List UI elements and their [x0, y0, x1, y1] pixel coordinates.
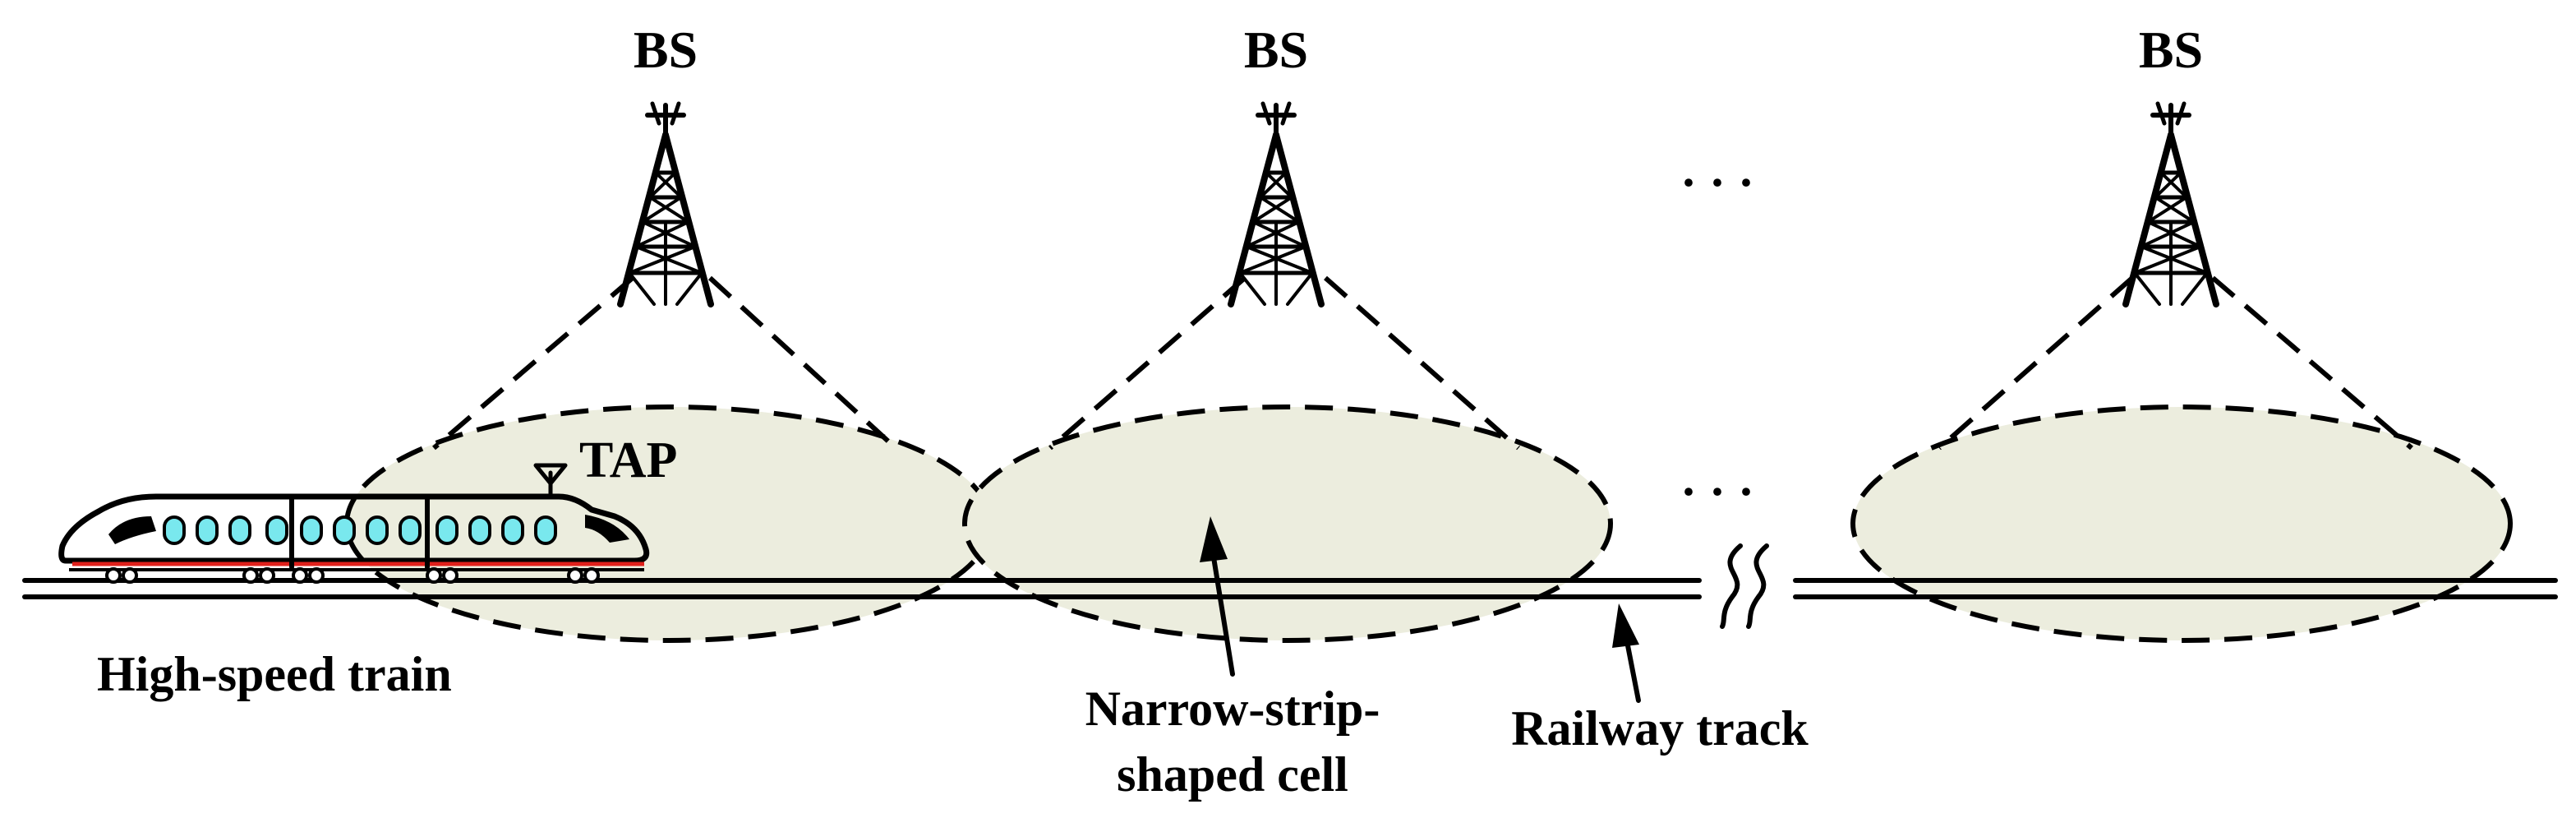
antenna-icon — [533, 463, 568, 499]
train-icon — [58, 463, 650, 584]
ellipsis-top: · · · — [1680, 155, 1754, 210]
coverage-cell-2 — [962, 404, 1613, 643]
tower-icon — [620, 104, 711, 304]
coverage-cell-3 — [1850, 404, 2513, 643]
bs-label-2: BS — [1244, 21, 1308, 79]
bs-label-1: BS — [634, 21, 698, 79]
ellipsis-mid: · · · — [1680, 465, 1754, 519]
tower-icon — [1231, 104, 1321, 304]
track-label: Railway track — [1511, 701, 1809, 756]
cell-label-line1: Narrow-strip- — [1085, 682, 1380, 736]
bs-label-3: BS — [2139, 21, 2203, 79]
break-icon — [1720, 543, 1769, 629]
cell-label-line2: shaped cell — [1117, 747, 1348, 802]
arrow-icon — [1200, 516, 1235, 677]
beam-lines — [432, 275, 2413, 451]
arrow-icon — [1612, 603, 1641, 703]
tower-icon — [2126, 104, 2216, 304]
train-label: High-speed train — [97, 647, 452, 701]
tap-label: TAP — [579, 432, 677, 488]
